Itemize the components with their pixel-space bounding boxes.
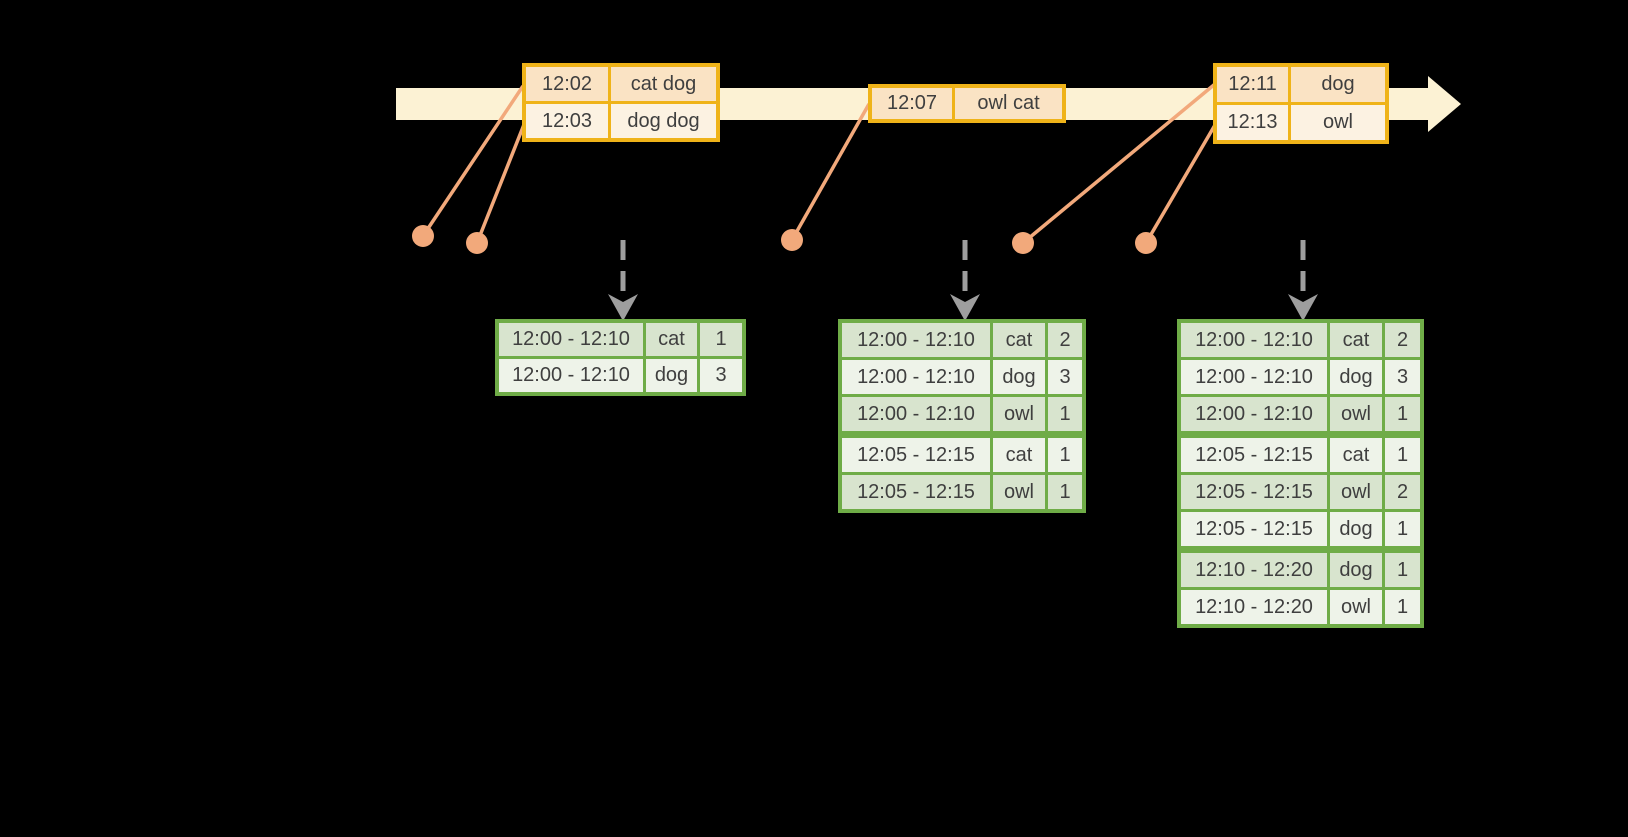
table-cell: 12:13 <box>1217 105 1288 140</box>
table-cell: 1 <box>1045 475 1082 509</box>
table-cell: 1 <box>1382 512 1420 546</box>
table-cell: cat <box>643 323 697 356</box>
table-cell: 12:05 - 12:15 <box>1181 512 1327 546</box>
table-cell: 3 <box>1382 360 1420 394</box>
table-cell: 12:11 <box>1217 67 1288 102</box>
event-dot <box>1135 232 1157 254</box>
trigger-arrowhead-icon <box>950 294 980 321</box>
table-cell: owl <box>990 397 1045 431</box>
trigger-arrowhead-icon <box>608 294 638 321</box>
event-connector-line <box>475 121 527 244</box>
event-connector-line <box>421 85 525 237</box>
timeline-arrowhead-icon <box>1428 76 1461 132</box>
table-cell: 12:05 - 12:15 <box>1181 438 1327 472</box>
event-dots <box>412 225 1157 254</box>
table-cell: 3 <box>1045 360 1082 394</box>
table-cell: dog <box>1327 360 1382 394</box>
table-cell: cat <box>1327 438 1382 472</box>
trigger-arrows <box>608 240 1318 321</box>
table-cell: dog dog <box>608 104 716 138</box>
table-cell: cat <box>990 438 1045 472</box>
table-cell: 12:05 - 12:15 <box>1181 475 1327 509</box>
table-cell: cat dog <box>608 67 716 101</box>
table-cell: dog <box>643 359 697 392</box>
table-cell: 3 <box>697 359 742 392</box>
table-cell: 12:00 - 12:10 <box>842 360 990 394</box>
table-cell: 2 <box>1382 323 1420 357</box>
table-cell: 12:10 - 12:20 <box>1181 553 1327 587</box>
event-connector-line <box>1021 82 1217 245</box>
trigger-arrowhead-icon <box>1288 294 1318 321</box>
event-connector-lines <box>421 82 1217 245</box>
event-dot <box>412 225 434 247</box>
table-cell: 1 <box>1382 397 1420 431</box>
table-cell: 1 <box>1045 438 1082 472</box>
event-dot <box>781 229 803 251</box>
table-cell: owl <box>1327 475 1382 509</box>
table-cell: owl <box>990 475 1045 509</box>
table-cell: 1 <box>1382 553 1420 587</box>
table-cell: 12:02 <box>526 67 608 101</box>
table-cell: owl <box>1327 590 1382 624</box>
table-cell: cat <box>990 323 1045 357</box>
table-cell: 1 <box>1382 438 1420 472</box>
table-cell: 12:07 <box>872 88 952 119</box>
table-cell: dog <box>1288 67 1385 102</box>
table-cell: 2 <box>1045 323 1082 357</box>
table-cell: 12:00 - 12:10 <box>842 323 990 357</box>
table-cell: owl <box>1327 397 1382 431</box>
table-cell: 2 <box>1382 475 1420 509</box>
event-connector-line <box>790 103 871 241</box>
event-dot <box>1012 232 1034 254</box>
table-cell: 12:00 - 12:10 <box>1181 323 1327 357</box>
event-connector-line <box>1144 124 1217 244</box>
table-cell: 12:00 - 12:10 <box>1181 397 1327 431</box>
table-cell: cat <box>1327 323 1382 357</box>
table-cell: dog <box>990 360 1045 394</box>
table-cell: 12:03 <box>526 104 608 138</box>
table-cell: 12:10 - 12:20 <box>1181 590 1327 624</box>
event-dot <box>466 232 488 254</box>
table-cell: 1 <box>697 323 742 356</box>
table-cell: owl cat <box>952 88 1062 119</box>
table-cell: 12:05 - 12:15 <box>842 438 990 472</box>
table-cell: 12:00 - 12:10 <box>499 359 643 392</box>
table-cell: 12:00 - 12:10 <box>842 397 990 431</box>
table-cell: 12:00 - 12:10 <box>499 323 643 356</box>
table-cell: dog <box>1327 512 1382 546</box>
table-cell: owl <box>1288 105 1385 140</box>
table-cell: 12:00 - 12:10 <box>1181 360 1327 394</box>
table-cell: dog <box>1327 553 1382 587</box>
table-cell: 1 <box>1045 397 1082 431</box>
table-cell: 12:05 - 12:15 <box>842 475 990 509</box>
table-cell: 1 <box>1382 590 1420 624</box>
